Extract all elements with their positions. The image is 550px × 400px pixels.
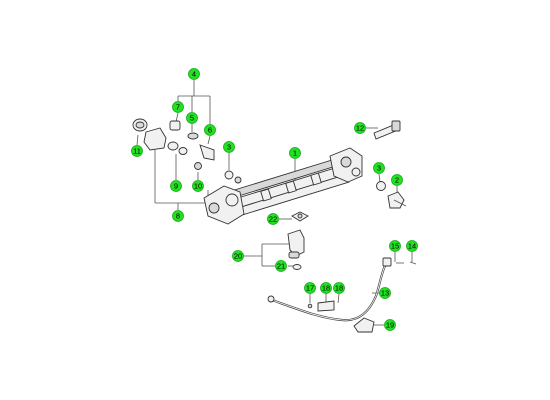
- svg-text:5: 5: [190, 114, 194, 123]
- callout-13: 13: [379, 287, 391, 299]
- svg-text:22: 22: [269, 215, 277, 224]
- callout-15: 15: [389, 240, 401, 252]
- svg-text:12: 12: [356, 124, 364, 133]
- svg-text:11: 11: [133, 147, 141, 156]
- svg-text:20: 20: [234, 252, 242, 261]
- sensor-2: [376, 181, 407, 209]
- callout-12: 12: [354, 122, 366, 134]
- callout-10: 10: [192, 180, 204, 192]
- svg-text:18: 18: [335, 284, 343, 293]
- fuel-rail: [203, 147, 363, 225]
- callout-20: 20: [232, 250, 244, 262]
- svg-text:19: 19: [386, 321, 394, 330]
- callout-2: 2: [391, 174, 403, 186]
- injector-20: [287, 229, 305, 270]
- svg-text:21: 21: [277, 262, 285, 271]
- fitting-parts: [169, 120, 242, 184]
- svg-text:6: 6: [208, 126, 212, 135]
- pressure-regulator: [132, 118, 188, 155]
- callout-18: 18: [320, 282, 332, 294]
- svg-text:9: 9: [174, 182, 178, 191]
- svg-text:10: 10: [194, 182, 202, 191]
- callout-21: 21: [275, 260, 287, 272]
- callout-4: 4: [188, 68, 200, 80]
- svg-text:17: 17: [306, 284, 314, 293]
- svg-text:8: 8: [176, 212, 180, 221]
- svg-text:2: 2: [395, 176, 399, 185]
- callout-6: 6: [204, 124, 216, 136]
- clip-22: [291, 211, 309, 222]
- bracket-19: [353, 317, 375, 333]
- callout-18-second: 18: [333, 282, 345, 294]
- callout-17: 17: [304, 282, 316, 294]
- bolt-12: [373, 120, 401, 140]
- svg-text:3: 3: [227, 143, 231, 152]
- callout-19: 19: [384, 319, 396, 331]
- svg-text:7: 7: [176, 103, 180, 112]
- callout-3: 3: [223, 141, 235, 153]
- callout-3-right: 3: [373, 162, 385, 174]
- callout-5: 5: [186, 112, 198, 124]
- callout-8: 8: [172, 210, 184, 222]
- svg-text:15: 15: [391, 242, 399, 251]
- svg-text:18: 18: [322, 284, 330, 293]
- callout-7: 7: [172, 101, 184, 113]
- svg-text:1: 1: [293, 149, 297, 158]
- svg-text:3: 3: [377, 164, 381, 173]
- callout-22: 22: [267, 213, 279, 225]
- callout-11: 11: [131, 145, 143, 157]
- callout-1: 1: [289, 147, 301, 159]
- callout-14: 14: [406, 240, 418, 252]
- svg-text:4: 4: [192, 70, 196, 79]
- fuel-line: [267, 257, 417, 322]
- svg-text:13: 13: [381, 289, 389, 298]
- svg-text:14: 14: [408, 242, 416, 251]
- callout-9: 9: [170, 180, 182, 192]
